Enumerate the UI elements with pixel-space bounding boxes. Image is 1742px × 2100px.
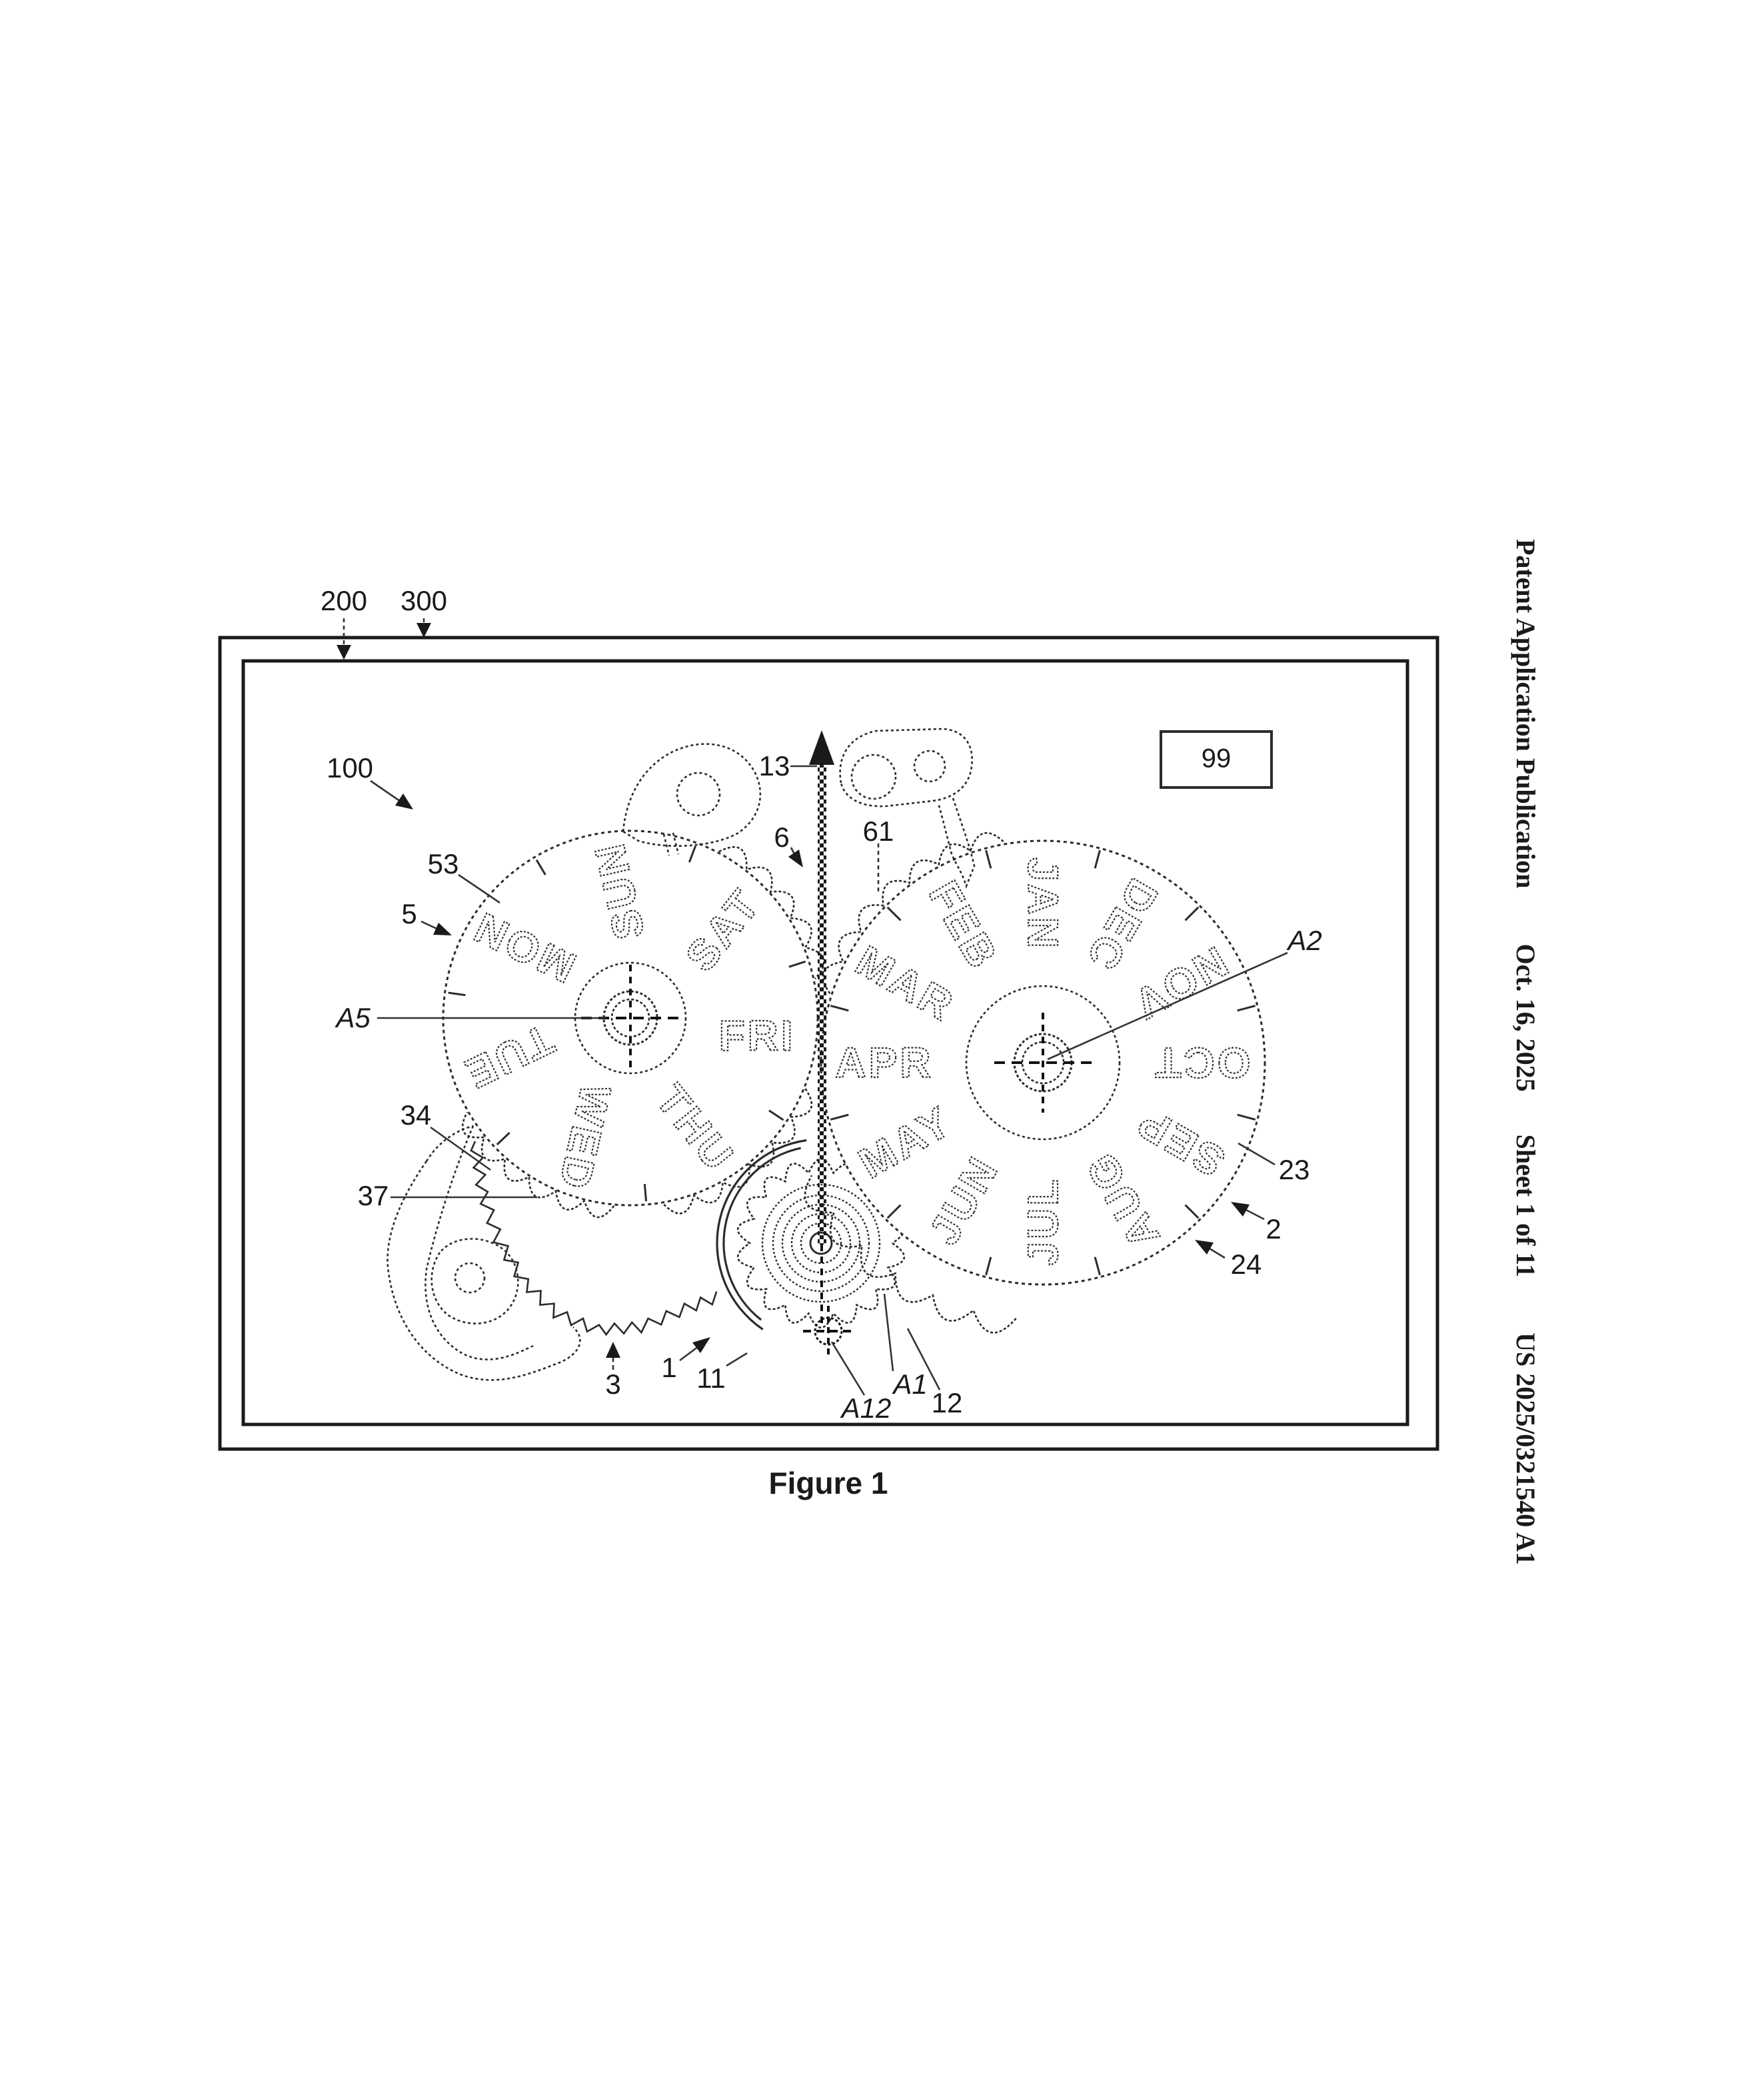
header-publication: Patent Application Publication: [1511, 539, 1541, 889]
ref-label-5: 5: [401, 898, 417, 929]
left-lever-hole: [676, 772, 721, 817]
rim-tick: [830, 1113, 849, 1121]
gear-teeth-arc: [822, 831, 1005, 994]
ref-label-2: 2: [1266, 1213, 1282, 1245]
ref-label-61: 61: [862, 815, 894, 847]
right-cock-arm: [937, 797, 976, 889]
ref-label-11: 11: [696, 1362, 726, 1394]
rim-tick: [768, 1109, 784, 1121]
gear-teeth-arc: [804, 1175, 1017, 1334]
rim-tick: [830, 1005, 849, 1012]
ref-label-A1: A1: [893, 1368, 928, 1400]
ref-label-300: 300: [400, 585, 448, 616]
ref-label-53: 53: [427, 848, 459, 879]
rim-tick: [496, 1132, 510, 1146]
right-cock-hole-small: [913, 750, 946, 783]
rim-tick: [886, 1204, 902, 1219]
gear-teeth-arc: [662, 1088, 813, 1215]
leader-lines: [343, 618, 1288, 1396]
rim-tick: [1184, 906, 1200, 921]
ref-label-1: 1: [661, 1352, 677, 1383]
header-date: Oct. 16, 2025: [1511, 943, 1541, 1092]
ref-label-24: 24: [1230, 1249, 1262, 1280]
gear-teeth-arc: [461, 1111, 615, 1219]
inner-frame: [241, 659, 1409, 1426]
ref-label-200: 200: [320, 585, 368, 616]
serrated-rack: [470, 1141, 718, 1336]
rim-tick: [1094, 1257, 1101, 1276]
ref-label-6: 6: [774, 821, 790, 853]
ref-label-34: 34: [400, 1099, 432, 1131]
right-cock-hole-large: [850, 754, 897, 800]
rim-tick: [985, 1257, 992, 1276]
outer-frame: [218, 636, 1439, 1451]
ref-label-37: 37: [357, 1180, 389, 1211]
rim-tick: [886, 906, 902, 921]
rim-tick: [688, 845, 696, 863]
left-lever: [622, 743, 762, 847]
rim-tick: [643, 1183, 648, 1202]
eccentric-axis: [803, 1306, 854, 1356]
bridge-arc: [722, 1147, 801, 1321]
rim-tick: [448, 991, 466, 997]
setting-levers: [622, 728, 976, 889]
rim-tick: [1237, 1005, 1256, 1012]
ref-label-100: 100: [326, 752, 374, 784]
figure-caption: Figure 1: [768, 1466, 888, 1500]
wheel-label-JAN: JAN: [1019, 857, 1067, 951]
ref-label-A12: A12: [841, 1392, 892, 1424]
ref-label-13: 13: [758, 750, 790, 782]
rim-tick: [1184, 1204, 1200, 1219]
ref-label-3: 3: [605, 1368, 621, 1400]
wheel-label-FRI: FRI: [719, 1012, 796, 1060]
header-doc-number: US 2025/0321540 A1: [1511, 1332, 1541, 1565]
rim-tick: [788, 960, 806, 968]
bridge-arc: [716, 1139, 807, 1330]
wheel-label-APR: APR: [835, 1039, 933, 1087]
ref-label-12: 12: [931, 1387, 963, 1418]
ref-label-A2: A2: [1288, 925, 1322, 956]
ref-label-A5: A5: [336, 1002, 371, 1033]
wheel-label-OCT: OCT: [1152, 1039, 1250, 1087]
ref-label-23: 23: [1278, 1154, 1310, 1185]
rim-tick: [1237, 1113, 1256, 1121]
header-sheet: Sheet 1 of 11: [1511, 1134, 1541, 1278]
power-reserve-box: [1160, 730, 1273, 789]
gear-teeth-arc: [718, 846, 825, 980]
right-cock: [839, 728, 973, 807]
ref-label-99: 99: [1201, 744, 1232, 774]
rim-tick: [985, 849, 992, 869]
header-date-sheet: Oct. 16, 2025Sheet 1 of 11: [1511, 943, 1542, 1277]
rim-tick: [535, 859, 546, 875]
page-header: Patent Application Publication Oct. 16, …: [1508, 539, 1544, 1565]
yoke-lever: [387, 1125, 581, 1381]
leader-arrowheads: [337, 623, 1250, 1358]
rim-tick: [1094, 849, 1101, 869]
wheel-label-JUL: JUL: [1019, 1177, 1067, 1266]
datum-arrow-13: [809, 730, 834, 1324]
